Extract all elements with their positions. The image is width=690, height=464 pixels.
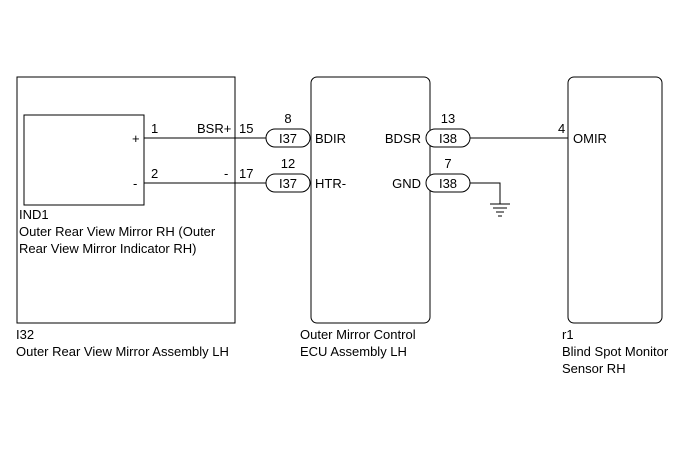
sensor-name: Sensor RH <box>562 361 626 376</box>
wire-label: - <box>224 166 228 181</box>
indicator-minus: - <box>133 176 137 191</box>
ecu-name: ECU Assembly LH <box>300 344 407 359</box>
indicator-plus: + <box>132 131 140 146</box>
connector-i38-lower <box>425 173 471 193</box>
connector-label: I38 <box>439 176 457 191</box>
sensor-name: Blind Spot Monitor <box>562 344 669 359</box>
sensor-terminal: OMIR <box>573 131 607 146</box>
indicator-name: Rear View Mirror Indicator RH) <box>19 241 196 256</box>
connector-i37-upper <box>265 128 311 148</box>
connector-pin-number: 13 <box>441 111 455 126</box>
ecu-name: Outer Mirror Control <box>300 327 416 342</box>
sensor-code: r1 <box>562 327 574 342</box>
indicator-box <box>23 114 145 206</box>
indicator-pin: 2 <box>151 166 158 181</box>
sensor-pin: 4 <box>558 121 565 136</box>
mirror-pin: 15 <box>239 121 253 136</box>
ecu-box <box>310 76 431 324</box>
sensor-box <box>567 76 663 324</box>
connector-i37-lower <box>265 173 311 193</box>
ecu-terminal: GND <box>392 176 421 191</box>
connector-label: I37 <box>279 176 297 191</box>
connector-pin-number: 8 <box>284 111 291 126</box>
mirror-assembly-name: Outer Rear View Mirror Assembly LH <box>16 344 229 359</box>
mirror-assembly-box <box>16 76 236 324</box>
ground-icon <box>490 203 510 217</box>
indicator-code: IND1 <box>19 207 49 222</box>
connector-pin-number: 7 <box>444 156 451 171</box>
connector-label: I37 <box>279 131 297 146</box>
ecu-terminal: BDSR <box>385 131 421 146</box>
connector-pin-number: 12 <box>281 156 295 171</box>
wire-gnd <box>470 182 501 204</box>
ecu-terminal: BDIR <box>315 131 346 146</box>
indicator-name: Outer Rear View Mirror RH (Outer <box>19 224 216 239</box>
ecu-terminal: HTR- <box>315 176 346 191</box>
mirror-pin: 17 <box>239 166 253 181</box>
connector-label: I38 <box>439 131 457 146</box>
mirror-assembly-code: I32 <box>16 327 34 342</box>
connector-i38-upper <box>425 128 471 148</box>
wire-label: BSR+ <box>197 121 231 136</box>
indicator-pin: 1 <box>151 121 158 136</box>
